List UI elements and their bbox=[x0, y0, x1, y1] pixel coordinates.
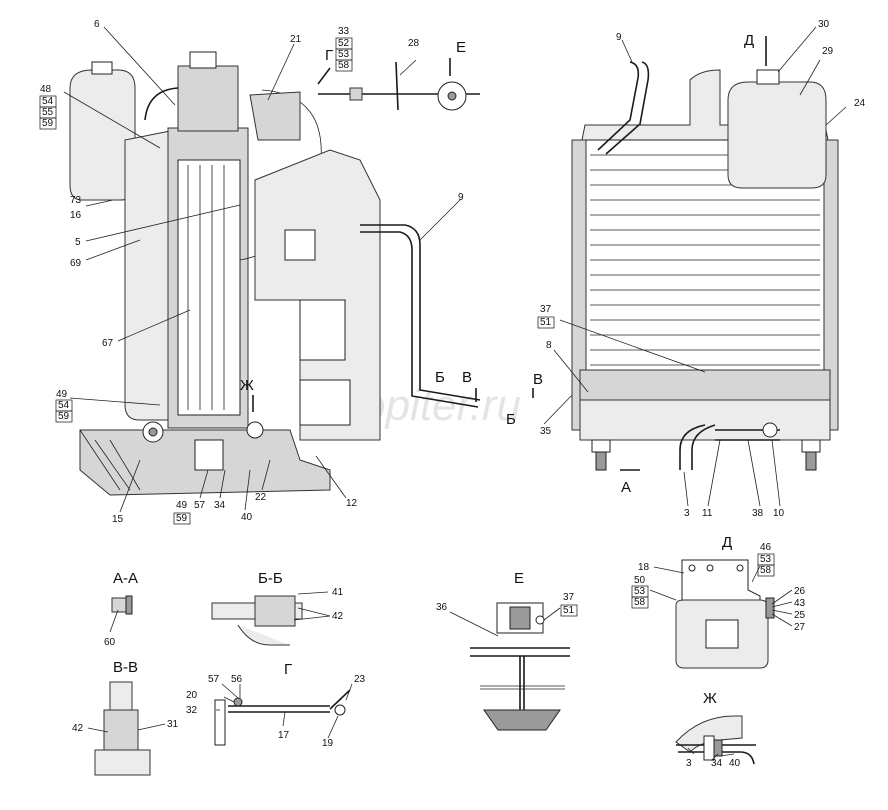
callout-59c: 59 bbox=[176, 513, 188, 524]
callout-59b: 59 bbox=[58, 411, 70, 422]
mark-G: Г bbox=[325, 47, 333, 64]
callout-9-left: 9 bbox=[458, 192, 464, 203]
callout-54b: 54 bbox=[58, 400, 70, 411]
callout-9-right: 9 bbox=[616, 32, 622, 43]
vv-callout-42: 42 bbox=[72, 723, 84, 734]
callout-58: 58 bbox=[338, 60, 350, 71]
d-callout-25: 25 bbox=[794, 610, 806, 621]
g-callout-56: 56 bbox=[231, 674, 243, 685]
callout-11: 11 bbox=[702, 508, 713, 519]
view-d: Д 18 50 53 58 46 53 58 26 43 25 27 bbox=[631, 534, 806, 669]
callout-28: 28 bbox=[408, 38, 420, 49]
title-aa: А-А bbox=[113, 570, 138, 587]
callout-6: 6 bbox=[94, 19, 100, 30]
callout-12: 12 bbox=[346, 498, 358, 509]
title-g: Г bbox=[284, 661, 292, 678]
callout-38: 38 bbox=[752, 508, 764, 519]
d-callout-50: 50 bbox=[634, 575, 646, 586]
g-callout-20: 20 bbox=[186, 690, 198, 701]
callout-55: 55 bbox=[42, 107, 54, 118]
callout-67: 67 bbox=[102, 338, 114, 349]
callout-54: 54 bbox=[42, 96, 54, 107]
mark-E: Е bbox=[456, 39, 466, 56]
callout-22: 22 bbox=[255, 492, 267, 503]
d-callout-53: 53 bbox=[634, 586, 646, 597]
d-callout-58b: 58 bbox=[760, 565, 772, 576]
g-callout-23: 23 bbox=[354, 674, 366, 685]
title-zh: Ж bbox=[703, 690, 717, 707]
g-callout-32: 32 bbox=[186, 705, 198, 716]
section-aa: А-А 60 bbox=[104, 570, 138, 648]
callout-37: 37 bbox=[540, 304, 552, 315]
d-callout-58: 58 bbox=[634, 597, 646, 608]
callout-49c: 49 bbox=[176, 500, 188, 511]
callout-15: 15 bbox=[112, 514, 124, 525]
callout-29: 29 bbox=[822, 46, 834, 57]
left-callouts: 6 21 48 54 55 59 73 16 5 69 67 49 54 59 … bbox=[39, 19, 552, 525]
title-e: Е bbox=[514, 570, 524, 587]
callout-3: 3 bbox=[684, 508, 690, 519]
callout-49: 49 bbox=[56, 389, 68, 400]
callout-53: 53 bbox=[338, 49, 350, 60]
mark-V1: В bbox=[462, 369, 472, 386]
vv-callout-31: 31 bbox=[167, 719, 179, 730]
zh-callout-40: 40 bbox=[729, 758, 741, 769]
title-bb: Б-Б bbox=[258, 570, 283, 587]
side-view bbox=[69, 51, 481, 496]
left-leaders bbox=[63, 26, 576, 513]
section-vv: В-В 42 31 bbox=[72, 659, 179, 776]
callout-73: 73 bbox=[70, 195, 82, 206]
zh-callout-3: 3 bbox=[686, 758, 692, 769]
callout-21: 21 bbox=[290, 34, 302, 45]
callout-10: 10 bbox=[773, 508, 785, 519]
callout-33: 33 bbox=[338, 26, 350, 37]
callout-40: 40 bbox=[241, 512, 253, 523]
title-d: Д bbox=[722, 534, 732, 551]
e-callout-51: 51 bbox=[563, 605, 575, 616]
right-callouts: 9 30 29 24 37 51 8 3 11 38 10 bbox=[537, 19, 866, 519]
callout-59: 59 bbox=[42, 118, 54, 129]
zh-callout-34: 34 bbox=[711, 758, 723, 769]
callout-34: 34 bbox=[214, 500, 226, 511]
d-callout-27: 27 bbox=[794, 622, 806, 633]
right-leaders bbox=[553, 26, 847, 507]
callout-24: 24 bbox=[854, 98, 866, 109]
callout-69: 69 bbox=[70, 258, 82, 269]
callout-57: 57 bbox=[194, 500, 206, 511]
d-callout-53b: 53 bbox=[760, 554, 772, 565]
mark-B2: Б bbox=[506, 411, 516, 428]
callout-35: 35 bbox=[540, 426, 552, 437]
callout-16: 16 bbox=[70, 210, 82, 221]
d-callout-18: 18 bbox=[638, 562, 650, 573]
g-callout-17: 17 bbox=[278, 730, 290, 741]
aa-callout-60: 60 bbox=[104, 637, 116, 648]
bb-callout-42: 42 bbox=[332, 611, 344, 622]
front-view bbox=[571, 61, 839, 471]
g-callout-57: 57 bbox=[208, 674, 220, 685]
view-zh: Ж 3 34 40 bbox=[675, 690, 756, 769]
e-callout-37: 37 bbox=[563, 592, 575, 603]
g-callout-19: 19 bbox=[322, 738, 334, 749]
bb-callout-41: 41 bbox=[332, 587, 344, 598]
callout-8: 8 bbox=[546, 340, 552, 351]
callout-5: 5 bbox=[75, 237, 81, 248]
mark-Zh: Ж bbox=[240, 377, 254, 394]
callout-48: 48 bbox=[40, 84, 52, 95]
callout-30: 30 bbox=[818, 19, 830, 30]
title-vv: В-В bbox=[113, 659, 138, 676]
callout-52: 52 bbox=[338, 38, 350, 49]
e-callout-36: 36 bbox=[436, 602, 448, 613]
mark-D: Д bbox=[744, 32, 754, 49]
mark-A2: А bbox=[621, 479, 631, 496]
mark-V2: В bbox=[533, 371, 543, 388]
d-callout-46: 46 bbox=[760, 542, 772, 553]
d-callout-43: 43 bbox=[794, 598, 806, 609]
mark-B1: Б bbox=[435, 369, 445, 386]
d-callout-26: 26 bbox=[794, 586, 806, 597]
view-e: Е 36 37 51 bbox=[436, 570, 578, 731]
view-g: Г 57 56 20 32 23 17 19 bbox=[186, 661, 366, 749]
section-bb: Б-Б 41 42 bbox=[211, 570, 344, 646]
callout-51: 51 bbox=[540, 317, 552, 328]
